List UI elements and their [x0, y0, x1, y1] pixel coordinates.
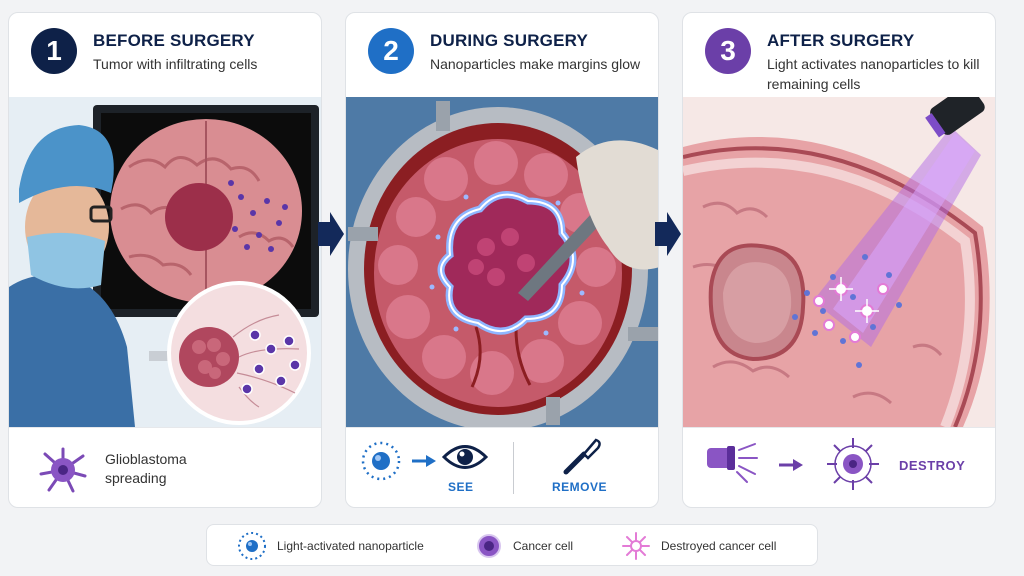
step-title: BEFORE SURGERY	[93, 31, 255, 50]
after-surgery-illustration	[683, 97, 995, 427]
target-cell-icon	[827, 438, 879, 490]
legend: Light-activated nanoparticle Cancer cell…	[206, 524, 818, 566]
legend-item-nanoparticle: Light-activated nanoparticle	[237, 525, 424, 567]
panel-after-surgery: 3 AFTER SURGERY Light activates nanopart…	[682, 12, 996, 508]
surgeon-monitor-scene	[9, 97, 321, 427]
step-number-badge: 3	[705, 28, 751, 74]
panel-header: 1 BEFORE SURGERY Tumor with infiltrating…	[9, 13, 321, 97]
panel-footer: DESTROY	[683, 427, 995, 507]
nanoparticle-icon	[361, 441, 401, 481]
step-subtitle: Light activates nanoparticles to kill re…	[767, 56, 980, 92]
gloved-hand	[576, 140, 658, 270]
step-subtitle: Tumor with infiltrating cells	[93, 56, 258, 72]
panel-footer: Glioblastoma spreading	[9, 427, 321, 507]
glioblastoma-cell-icon	[39, 447, 87, 493]
eye-icon	[442, 445, 488, 469]
light-source-device	[925, 97, 985, 138]
surgical-mask	[27, 232, 105, 289]
flashlight-icon	[707, 443, 758, 483]
see-label: SEE	[448, 480, 474, 494]
during-surgery-illustration	[346, 97, 658, 427]
legend-item-destroyed-cell: Destroyed cancer cell	[621, 525, 776, 567]
surgical-cap	[19, 125, 114, 203]
surgical-field-scene	[346, 97, 658, 427]
legend-label: Cancer cell	[513, 539, 574, 553]
panel-header: 3 AFTER SURGERY Light activates nanopart…	[683, 13, 995, 97]
cancer-cell-icon	[477, 534, 501, 558]
step-title: AFTER SURGERY	[767, 31, 915, 50]
step-arrow-2	[655, 212, 681, 256]
step-subtitle: Nanoparticles make margins glow	[430, 56, 641, 72]
legend-label: Light-activated nanoparticle	[277, 539, 424, 553]
surgeon-gown	[9, 275, 135, 427]
arrow-right-icon	[779, 459, 803, 471]
scalpel-icon	[563, 438, 601, 475]
legend-label: Destroyed cancer cell	[661, 539, 777, 553]
legend-item-cancer-cell: Cancer cell	[475, 525, 573, 567]
glioblastoma-label: Glioblastoma spreading	[105, 451, 187, 486]
remove-label: REMOVE	[552, 480, 608, 494]
tumor	[165, 183, 233, 251]
panel-header: 2 DURING SURGERY Nanoparticles make marg…	[346, 13, 658, 97]
step-arrow-1	[318, 212, 344, 256]
destroyed-cell-icon	[622, 532, 650, 560]
nanoparticle-icon	[238, 532, 266, 560]
step-title: DURING SURGERY	[430, 31, 589, 50]
before-surgery-illustration	[9, 97, 321, 427]
step-number-badge: 1	[31, 28, 77, 74]
destroy-label: DESTROY	[899, 458, 966, 473]
arrow-right-icon	[412, 455, 436, 467]
zoom-inset	[167, 281, 311, 425]
divider	[513, 442, 514, 494]
panel-before-surgery: 1 BEFORE SURGERY Tumor with infiltrating…	[8, 12, 322, 508]
step-number-badge: 2	[368, 28, 414, 74]
light-therapy-scene	[683, 97, 995, 427]
panel-footer: SEE REMOVE	[346, 427, 658, 507]
panel-during-surgery: 2 DURING SURGERY Nanoparticles make marg…	[345, 12, 659, 508]
